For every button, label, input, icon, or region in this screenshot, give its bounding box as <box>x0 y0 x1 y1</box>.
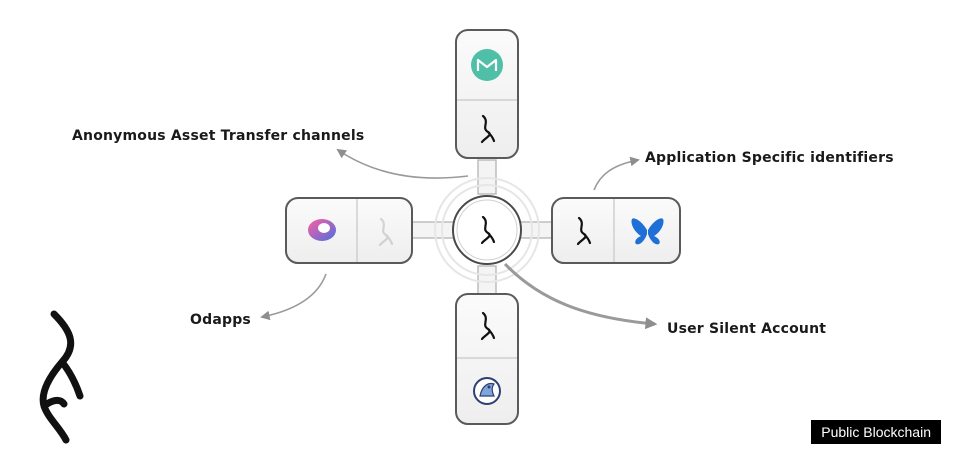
label-anonymous-asset-transfer: Anonymous Asset Transfer channels <box>72 128 365 144</box>
arrow-anonymous <box>336 148 469 179</box>
arrows <box>260 148 658 330</box>
label-application-specific: Application Specific identifiers <box>645 150 894 166</box>
top-pill <box>455 29 519 159</box>
arrow-application <box>593 156 640 191</box>
label-user-silent-account: User Silent Account <box>667 321 827 337</box>
bottom-pill <box>455 293 519 425</box>
arrow-odapps <box>260 273 327 321</box>
left-pill <box>285 197 413 264</box>
maker-logo-icon <box>471 49 503 81</box>
public-blockchain-badge: Public Blockchain <box>811 420 941 444</box>
right-pill <box>551 197 681 264</box>
unicorn-logo-icon <box>473 377 501 405</box>
label-odapps: Odapps <box>190 312 251 328</box>
silent-logo-large-icon <box>39 310 84 444</box>
arrow-user-silent <box>503 262 658 330</box>
ring-logo-icon <box>308 219 336 241</box>
center-halo <box>434 177 540 283</box>
butterfly-logo-icon <box>631 218 664 245</box>
center-node <box>452 195 522 265</box>
